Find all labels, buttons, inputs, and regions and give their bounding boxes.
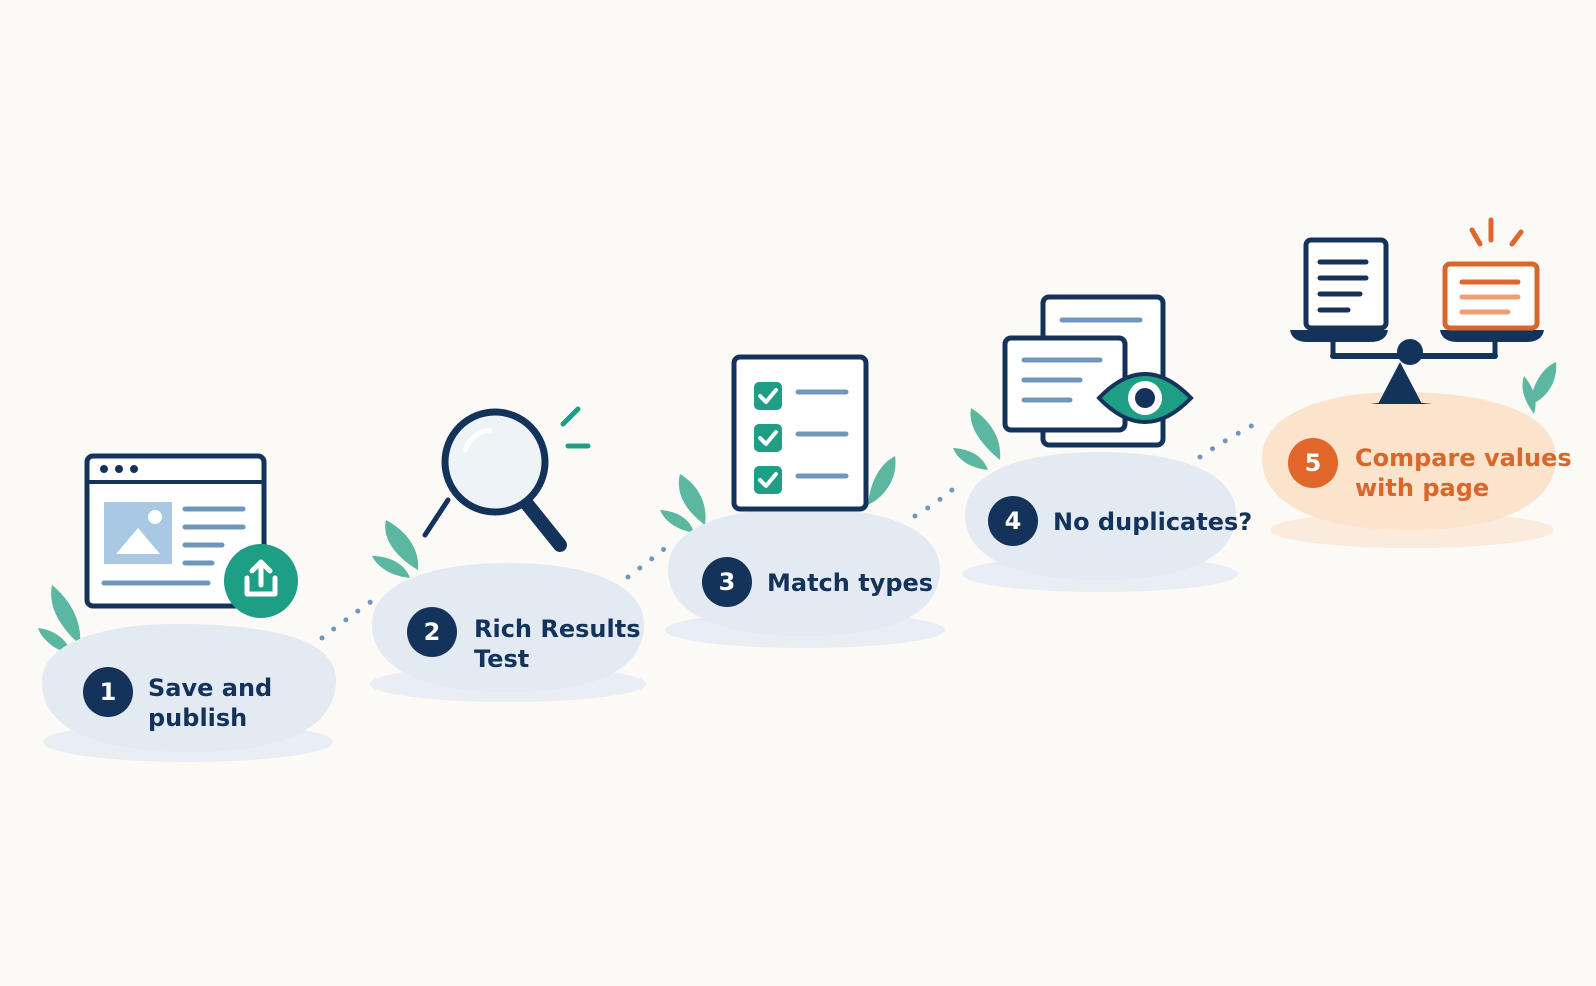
step-5-label-line1: Compare values [1355, 444, 1572, 472]
connector-4-5 [1197, 421, 1258, 460]
documents-eye-icon [1002, 294, 1194, 448]
step-1-label-line1: Save and [148, 674, 273, 702]
step-2-label-line1: Rich Results [474, 615, 641, 643]
step-4-number: 4 [1004, 507, 1022, 535]
step-4-label: No duplicates? [1053, 507, 1252, 537]
step-1-badge: 1 [83, 667, 133, 717]
step-1-number: 1 [99, 678, 117, 706]
stone-5 [1262, 391, 1557, 548]
browser-upload-icon [84, 453, 298, 618]
step-3-badge: 3 [702, 557, 752, 607]
stone-2 [370, 563, 646, 702]
connector-2-3 [625, 543, 671, 580]
step-2-label-line2: Test [474, 645, 530, 673]
magnifier-icon [422, 406, 591, 552]
step-4-label-line1: No duplicates? [1053, 508, 1253, 536]
step-3-label-line1: Match types [767, 569, 934, 597]
step-2-badge: 2 [407, 607, 457, 657]
step-3-label: Match types [767, 568, 933, 598]
step-1-label-line2: publish [148, 704, 248, 732]
step-5-label-line2: with page [1355, 474, 1490, 502]
step-2-number: 2 [423, 618, 441, 646]
connector-1-2 [319, 598, 375, 641]
step-1-label: Save and publish [148, 673, 272, 733]
step-2-label: Rich Results Test [474, 614, 641, 674]
leaves-5 [1522, 362, 1557, 414]
step-4-badge: 4 [988, 496, 1038, 546]
stone-4 [962, 452, 1238, 592]
balance-scale-icon [1290, 217, 1544, 404]
leaves-2 [372, 520, 419, 578]
checklist-icon [731, 354, 869, 512]
stone-1 [41, 623, 337, 762]
leaves-3 [660, 456, 896, 533]
leaves-4 [953, 408, 1001, 470]
step-5-badge: 5 [1288, 438, 1338, 488]
step-5-number: 5 [1304, 449, 1322, 477]
step-3-number: 3 [718, 568, 736, 596]
connector-3-4 [912, 487, 955, 519]
step-5-label: Compare values with page [1355, 443, 1572, 503]
